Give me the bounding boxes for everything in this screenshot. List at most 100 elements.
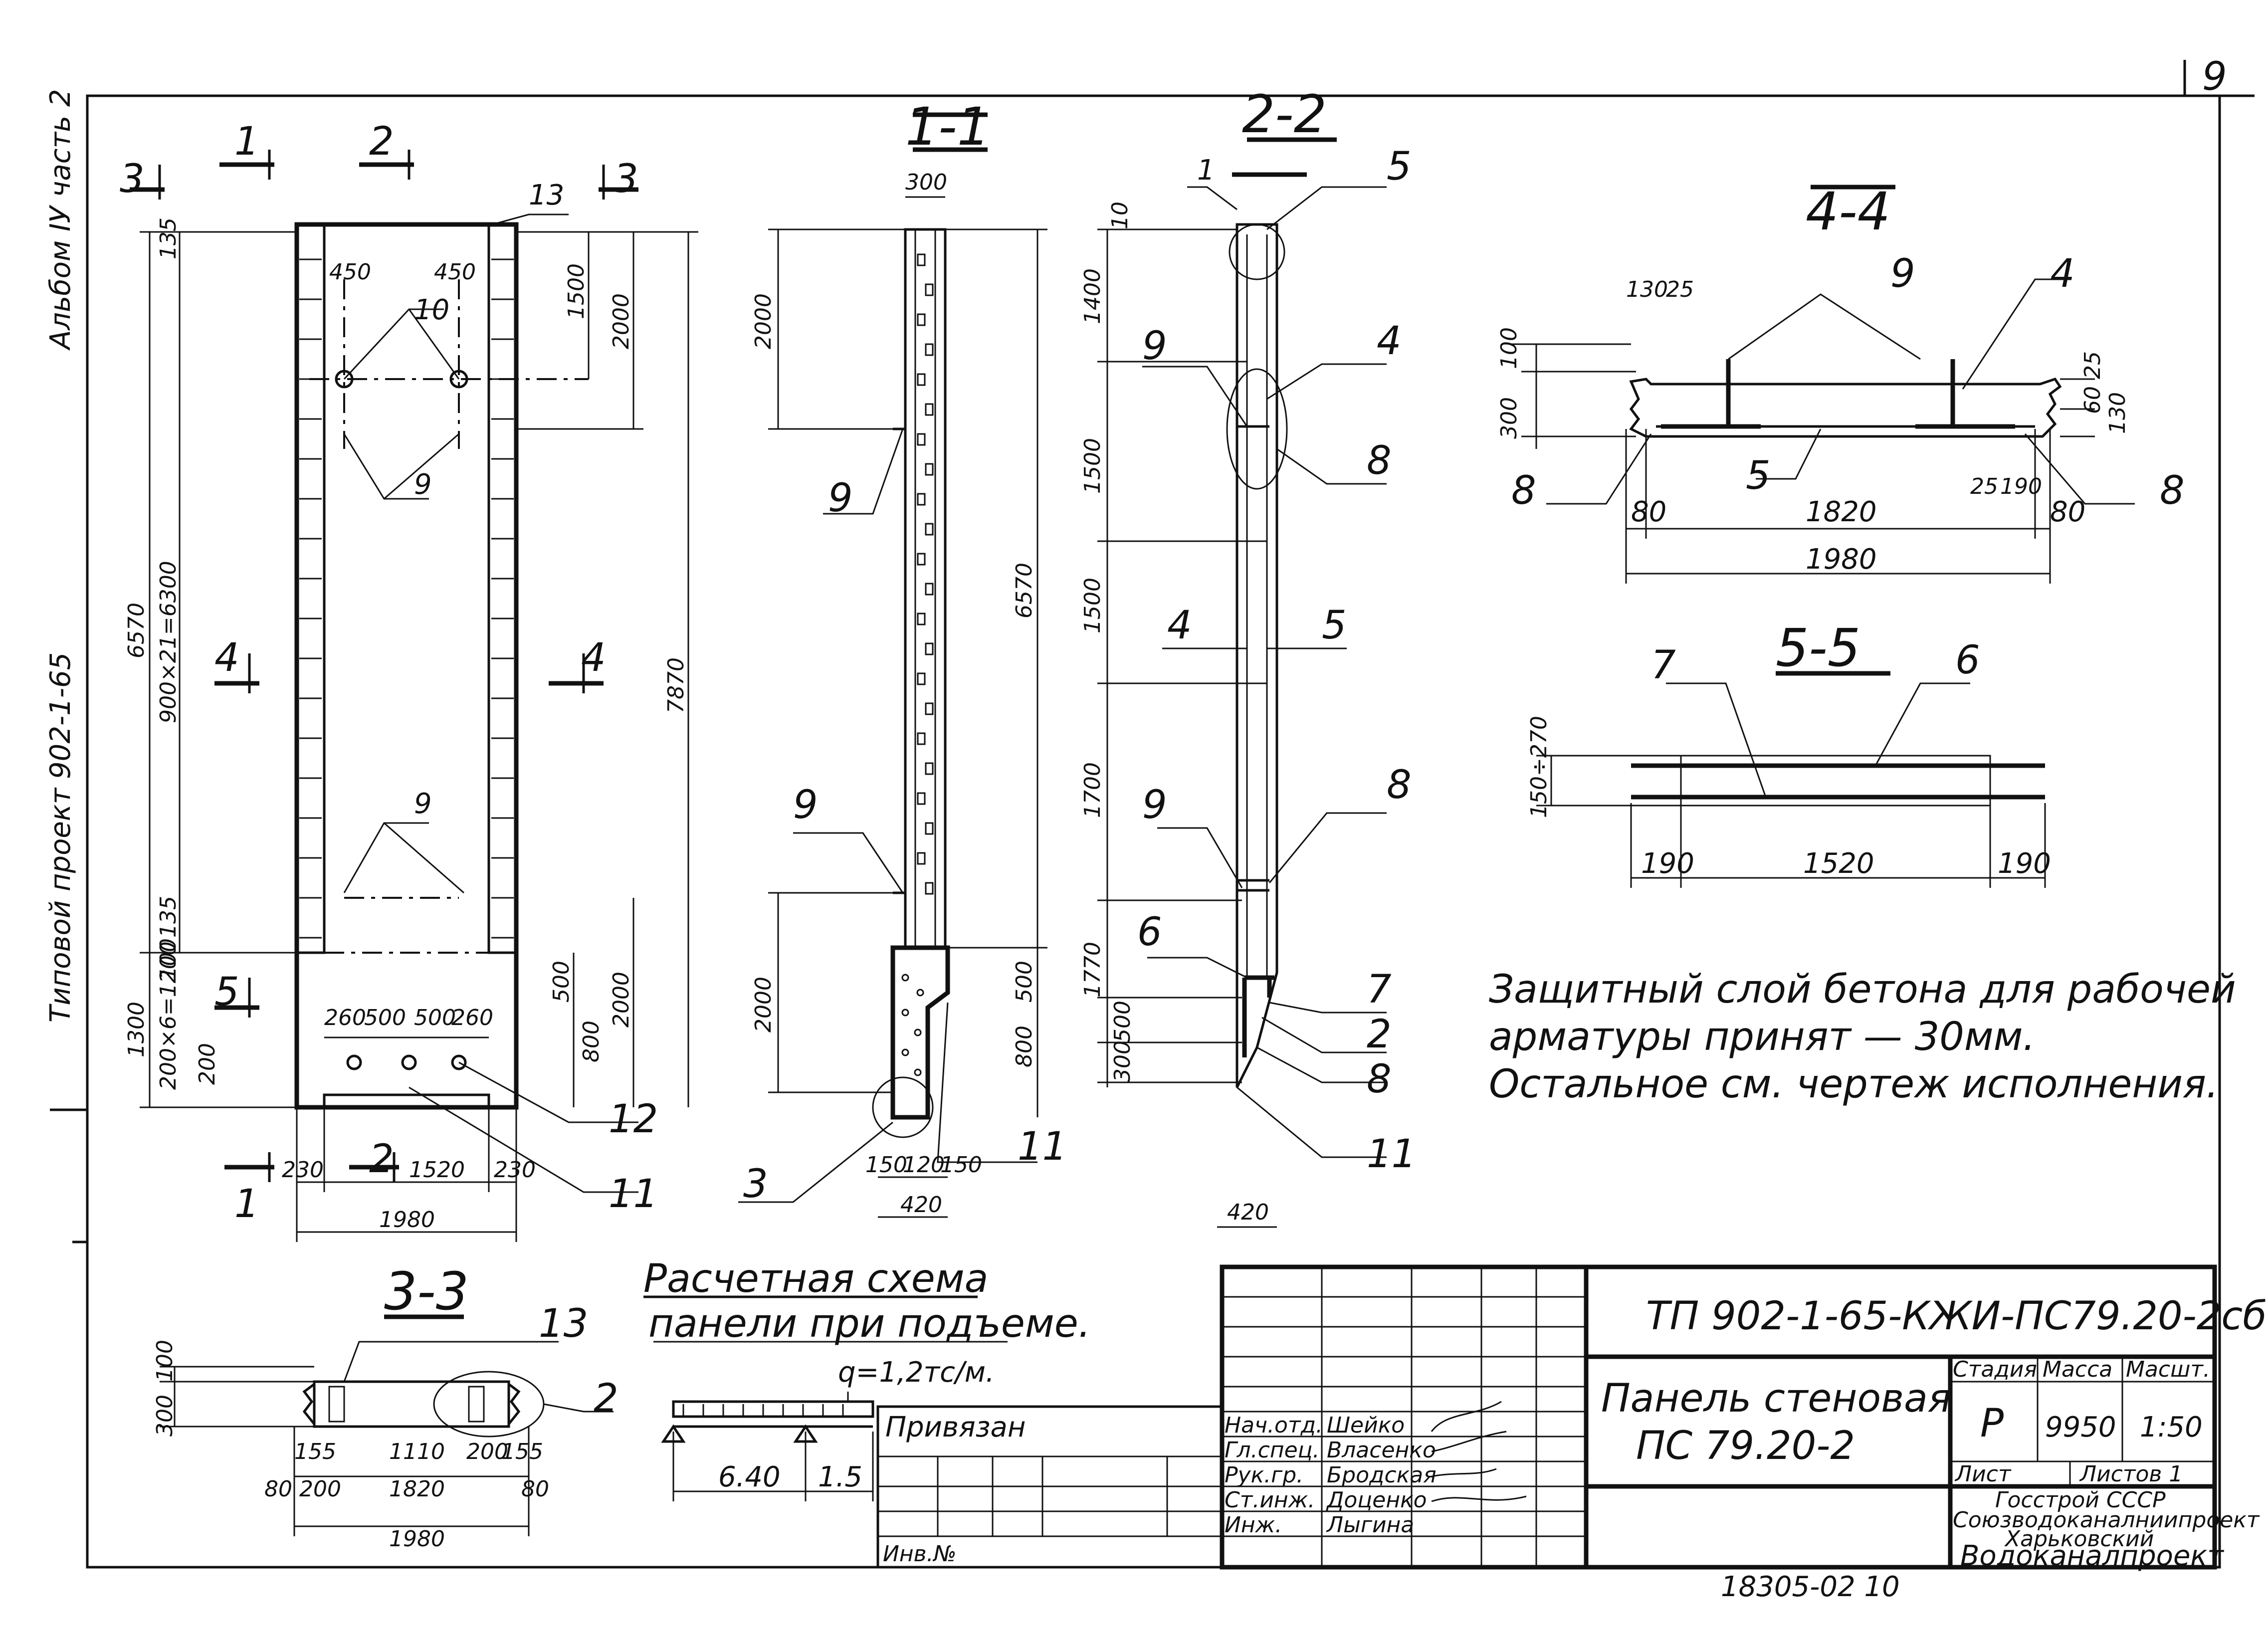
tb-person-2: Власенко (1327, 1438, 1436, 1463)
tb-privyazan: Привязан (885, 1411, 1026, 1443)
s22-callout-5-top: 5 (1387, 144, 1412, 189)
cut-mark-5: 5 (214, 970, 239, 1015)
tb-role-2: Гл.спец. (1225, 1438, 1320, 1463)
s33-callout-2: 2 (594, 1376, 619, 1421)
tb-role-1: Нач.отд. (1225, 1413, 1323, 1438)
s22-callout-8-top: 8 (1367, 438, 1392, 483)
dim-500-b: 500 (414, 1005, 456, 1031)
note-line-2: арматуры принят — 30мм. (1489, 1015, 2035, 1059)
dim-6300: 900×21=6300 (156, 561, 181, 723)
s44-callout-8-left: 8 (1511, 468, 1536, 513)
s44-dim-130-right: 130 (2105, 392, 2130, 434)
section-2-2-title: 2-2 (1242, 84, 1327, 145)
tb-person-5: Лыгина (1326, 1512, 1414, 1538)
callout-9-upper: 9 (414, 468, 432, 501)
tb-hdr-stage: Стадия (1953, 1357, 2037, 1382)
dim-1500: 1500 (564, 263, 589, 319)
s33-dim-100: 100 (152, 1340, 178, 1382)
section-1-1-title: 1-1 (905, 96, 990, 157)
dim-450-left: 450 (329, 259, 371, 285)
s11-dim-500: 500 (1012, 961, 1037, 1003)
s22-callout-1: 1 (1197, 154, 1215, 187)
scheme-title-1: Расчетная схема (643, 1256, 988, 1301)
s11-dim-420: 420 (900, 1192, 942, 1218)
s22-callout-4-mid: 4 (1167, 603, 1192, 648)
s33-dim-155-left: 155 (294, 1439, 336, 1464)
dim-200: 200 (195, 1043, 220, 1085)
cut-mark-1-bottom: 1 (234, 1182, 259, 1227)
tb-role-3: Рук.гр. (1225, 1462, 1303, 1488)
s11-dim-150-a: 150 (865, 1152, 907, 1178)
s44-dim-25: 25 (1666, 277, 1694, 302)
s33-dim-155-right: 155 (501, 1439, 543, 1464)
s44-dim-25-bottom: 25 (1970, 474, 1998, 499)
s22-callout-7: 7 (1367, 967, 1392, 1012)
s55-dim-1520: 1520 (1803, 847, 1874, 880)
cut-mark-4-left: 4 (214, 635, 239, 680)
s22-callout-8-bottom: 8 (1367, 1057, 1392, 1102)
main-view (130, 150, 698, 1242)
cut-mark-2-bottom: 2 (369, 1137, 394, 1182)
tb-mass: 9950 (2045, 1411, 2116, 1443)
s22-callout-5-mid: 5 (1322, 603, 1347, 648)
s55-callout-6: 6 (1955, 638, 1980, 683)
section-5-5-title: 5-5 (1776, 618, 1860, 678)
s22-dim-1500-b: 1500 (1080, 578, 1105, 633)
cut-mark-2-top: 2 (369, 119, 394, 164)
s55-callout-7: 7 (1651, 643, 1676, 688)
page-number: 9 (2202, 54, 2227, 99)
section-2-2 (1097, 137, 1387, 1228)
s22-dim-1700: 1700 (1080, 762, 1105, 818)
tb-sheet: Лист (1954, 1461, 2012, 1487)
callout-10: 10 (414, 294, 449, 326)
s11-dim-120: 120 (903, 1152, 945, 1178)
s33-callout-13: 13 (539, 1301, 588, 1346)
s22-dim-500: 500 (1110, 1001, 1135, 1042)
cut-mark-3-right: 3 (614, 157, 638, 202)
title-block (876, 1264, 2217, 1570)
s44-dim-80-left: 80 (1631, 496, 1666, 528)
s22-callout-2: 2 (1367, 1012, 1392, 1057)
dim-260-left: 260 (324, 1005, 366, 1031)
s11-dim-300: 300 (905, 170, 947, 195)
s22-dim-1500-a: 1500 (1080, 438, 1105, 494)
dim-2000-bottom: 2000 (609, 972, 634, 1028)
s33-dim-1110: 1110 (389, 1439, 445, 1464)
dim-260-right: 260 (451, 1005, 493, 1031)
s22-callout-11: 11 (1367, 1132, 1416, 1177)
dim-6570: 6570 (124, 603, 149, 658)
dim-1520: 1520 (409, 1157, 465, 1183)
s44-dim-60: 60 (2080, 386, 2105, 414)
footer-number: 18305-02 10 (1721, 1571, 1900, 1603)
dim-500-a: 500 (364, 1005, 406, 1031)
dim-1980: 1980 (379, 1207, 435, 1233)
s33-dim-300: 300 (152, 1395, 178, 1437)
section-4-4 (1511, 185, 2135, 584)
dim-230-right: 230 (494, 1157, 536, 1183)
section-3-3-title: 3-3 (384, 1261, 469, 1322)
tb-person-3: Бродская (1327, 1462, 1437, 1488)
section-1-1 (738, 112, 1047, 1218)
tb-org-3: Харьковский (2004, 1526, 2154, 1552)
dim-450-right: 450 (434, 259, 476, 285)
scheme-span-2: 1.5 (818, 1461, 862, 1493)
tb-person-4: Доценко (1326, 1487, 1427, 1513)
s11-dim-6570: 6570 (1012, 563, 1037, 618)
tb-org-4: Водоканалпроект (1960, 1540, 2224, 1572)
lifting-scheme (643, 1295, 1008, 1501)
s22-callout-4-top: 4 (1377, 319, 1402, 364)
cut-mark-4-right: 4 (581, 635, 606, 680)
cut-mark-3-left: 3 (120, 157, 145, 202)
tb-role-5: Инж. (1225, 1512, 1282, 1538)
callout-13: 13 (529, 179, 564, 211)
side-label-album: Альбом IУ часть 2 (44, 89, 77, 351)
s22-callout-6: 6 (1137, 910, 1162, 955)
section-3-3 (160, 1314, 614, 1536)
tb-org-2: Союзводоканалниипроект (1953, 1507, 2260, 1533)
s44-callout-5: 5 (1746, 453, 1771, 498)
tb-name-1: Панель стеновая (1601, 1376, 1951, 1421)
s11-callout-9-upper: 9 (828, 476, 853, 521)
callout-9-lower: 9 (414, 788, 432, 820)
cut-mark-1-top: 1 (234, 119, 259, 164)
